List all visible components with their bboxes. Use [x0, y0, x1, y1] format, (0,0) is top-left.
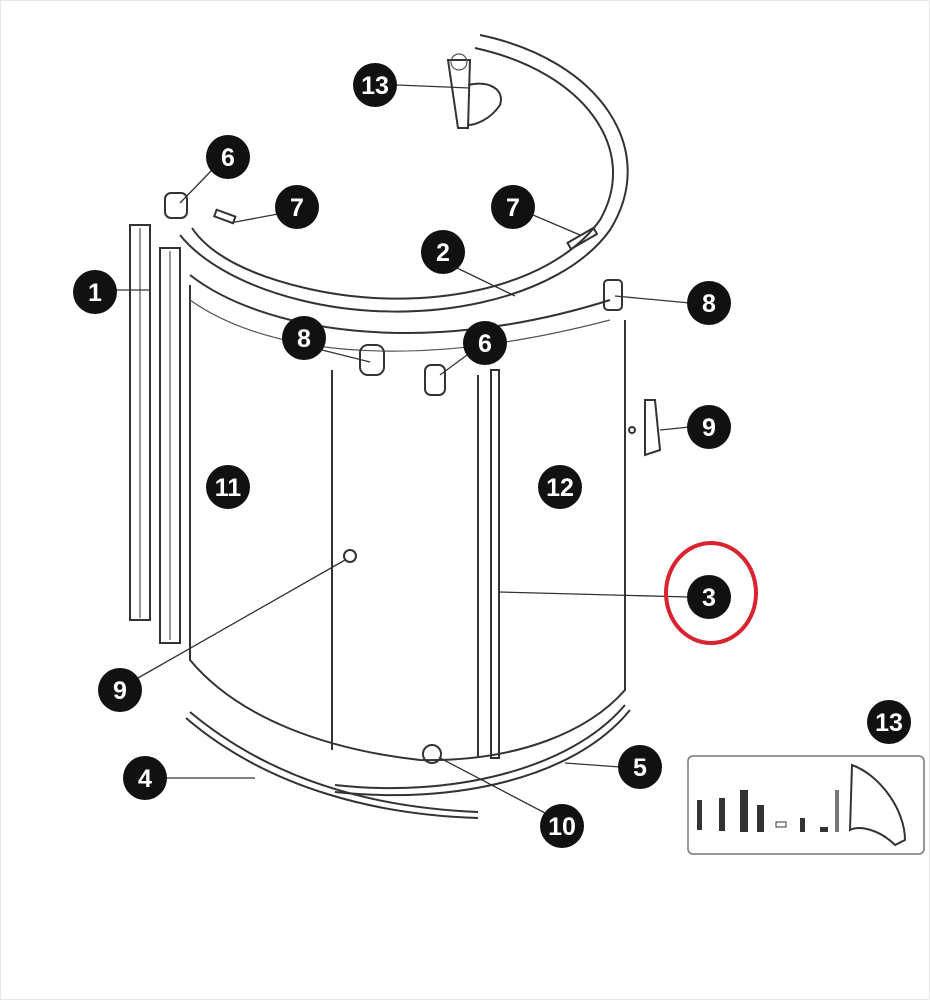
part-label-12: 12 — [538, 465, 582, 509]
svg-text:9: 9 — [113, 677, 127, 705]
svg-text:6: 6 — [478, 330, 492, 358]
part-label-11: 11 — [206, 465, 250, 509]
glass-panels — [189, 285, 626, 762]
svg-text:12: 12 — [546, 474, 574, 502]
part-label-3: 3 — [687, 575, 731, 619]
part-label-4: 4 — [123, 756, 167, 800]
svg-text:13: 13 — [875, 709, 903, 737]
svg-text:9: 9 — [702, 414, 716, 442]
part-label-13: 13 — [867, 700, 911, 744]
wall-bracket-top — [446, 53, 502, 129]
svg-text:13: 13 — [361, 72, 389, 100]
part-label-6: 6 — [206, 135, 250, 179]
svg-text:1: 1 — [88, 279, 102, 307]
part-label-7: 7 — [275, 185, 319, 229]
left-wall-profile — [129, 224, 181, 644]
svg-text:7: 7 — [506, 194, 520, 222]
svg-text:8: 8 — [297, 325, 311, 353]
part-label-9: 9 — [687, 405, 731, 449]
svg-text:5: 5 — [633, 754, 647, 782]
svg-text:3: 3 — [702, 584, 716, 612]
part-label-2: 2 — [421, 230, 465, 274]
hardware-kit-box — [687, 755, 925, 855]
bottom-seals — [185, 704, 631, 819]
part-label-13: 13 — [353, 63, 397, 107]
svg-text:10: 10 — [548, 813, 576, 841]
part-label-7: 7 — [491, 185, 535, 229]
part-labels: 13 6 7 7 2 1 8 8 6 9 11 12 3 9 13 5 4 10 — [73, 63, 911, 848]
svg-text:7: 7 — [290, 194, 304, 222]
part-label-6: 6 — [463, 321, 507, 365]
part-label-8: 8 — [687, 281, 731, 325]
part-label-8: 8 — [282, 316, 326, 360]
highlight-circle — [664, 541, 758, 645]
svg-text:6: 6 — [221, 144, 235, 172]
leader-lines — [116, 84, 691, 814]
part-label-5: 5 — [618, 745, 662, 789]
part-label-9: 9 — [98, 668, 142, 712]
svg-text:4: 4 — [138, 765, 152, 793]
top-curved-track — [179, 34, 629, 334]
svg-text:11: 11 — [215, 474, 242, 502]
part-label-1: 1 — [73, 270, 117, 314]
svg-text:2: 2 — [436, 239, 450, 267]
svg-text:8: 8 — [702, 290, 716, 318]
hardware — [164, 192, 662, 764]
part-label-10: 10 — [540, 804, 584, 848]
